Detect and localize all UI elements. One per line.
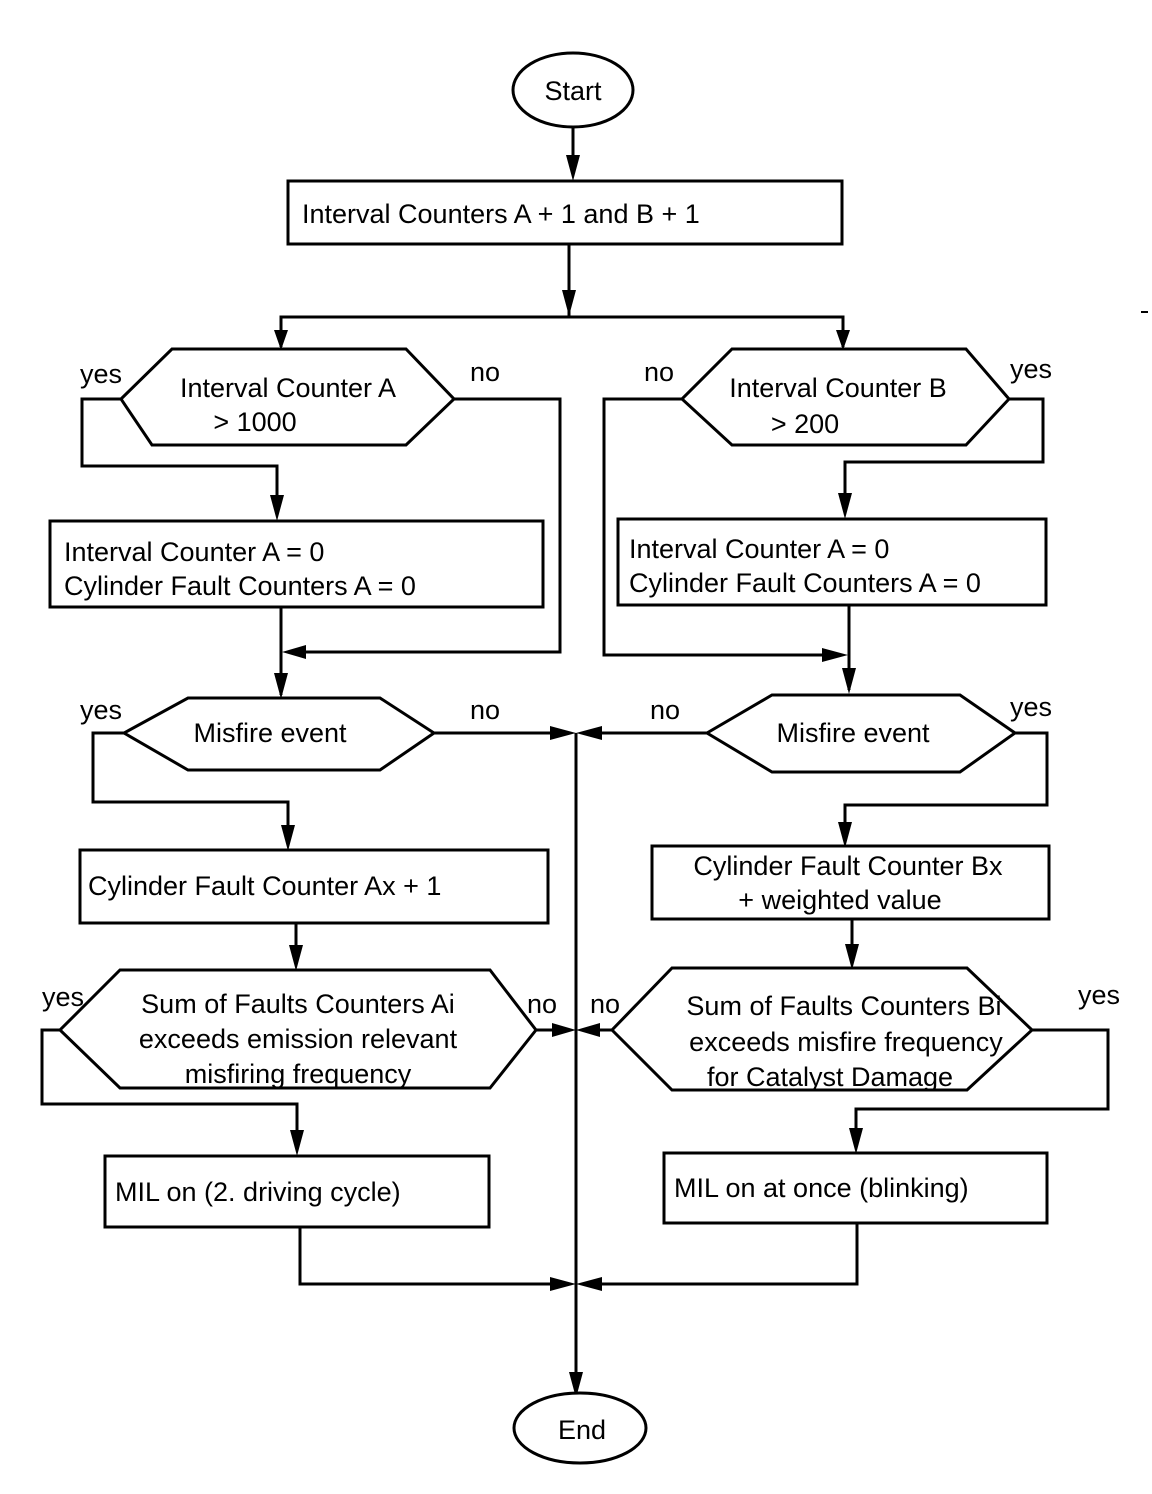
reset-box <box>48 519 545 609</box>
connector-sum-b-no <box>576 1023 612 1037</box>
connector-mil-right-end <box>576 1223 859 1291</box>
connector-misfire-right-no <box>576 726 707 740</box>
decision-label: Misfire event <box>193 718 347 748</box>
connector-sum-b-yes <box>849 1028 1110 1154</box>
connector-a-yes <box>80 397 284 521</box>
end-label: End <box>558 1415 606 1445</box>
fault-counter-bx: Cylinder Fault Counter Bx + weighted val… <box>650 844 1051 921</box>
no-label: no <box>470 695 500 725</box>
decision-label: Misfire event <box>776 718 930 748</box>
connector-reset-misfire-right <box>842 605 856 694</box>
yes-label: yes <box>42 982 84 1012</box>
decision-sum-a: Sum of Faults Counters Ai exceeds emissi… <box>42 968 557 1090</box>
start-label: Start <box>544 76 602 106</box>
connector-sum-a-yes <box>40 1028 304 1156</box>
reset-text-line: Cylinder Fault Counters A = 0 <box>64 571 416 601</box>
reset-counters-a-right: Interval Counter A = 0 Cylinder Fault Co… <box>616 517 1048 607</box>
connector-mil-left-end <box>298 1227 576 1291</box>
connector-b-no <box>602 397 848 662</box>
mil-label: MIL on at once (blinking) <box>674 1173 969 1203</box>
connector-sum-a-no <box>536 1023 576 1037</box>
connector-split <box>274 244 850 350</box>
yes-label: yes <box>80 695 122 725</box>
mil-box <box>103 1154 491 1229</box>
fault-label: Cylinder Fault Counter Ax + 1 <box>88 871 441 901</box>
start-terminal: Start <box>511 51 635 129</box>
yes-label: yes <box>80 359 122 389</box>
reset-text-line: Interval Counter A = 0 <box>629 534 889 564</box>
decision-text-line: Sum of Faults Counters Bi <box>686 991 1001 1021</box>
decision-text-line: exceeds misfire frequency <box>689 1027 1003 1057</box>
increment-label: Interval Counters A + 1 and B + 1 <box>302 199 700 229</box>
mil-on-second-cycle: MIL on (2. driving cycle) <box>103 1154 491 1229</box>
decision-misfire-right: Misfire event no yes <box>650 692 1052 774</box>
reset-text-line: Cylinder Fault Counters A = 0 <box>629 568 981 598</box>
mil-box <box>662 1151 1049 1225</box>
no-label: no <box>650 695 680 725</box>
yes-label: yes <box>1010 692 1052 722</box>
arrow-head <box>566 155 580 181</box>
reset-counters-a-left: Interval Counter A = 0 Cylinder Fault Co… <box>48 519 545 609</box>
mil-label: MIL on (2. driving cycle) <box>115 1177 401 1207</box>
no-label: no <box>470 357 500 387</box>
decision-interval-counter-b: Interval Counter B > 200 no yes <box>644 347 1052 447</box>
reset-text-line: Interval Counter A = 0 <box>64 537 324 567</box>
decision-text-line: Interval Counter A <box>180 373 396 403</box>
decision-text-line: exceeds emission relevant <box>139 1024 458 1054</box>
decision-misfire-left: Misfire event yes no <box>80 695 500 772</box>
connector-ax-sum <box>289 923 303 971</box>
fault-counter-ax: Cylinder Fault Counter Ax + 1 <box>78 848 550 925</box>
fault-text-line: + weighted value <box>738 885 941 915</box>
no-label: no <box>644 357 674 387</box>
connector-a-no <box>282 397 562 659</box>
no-label: no <box>590 989 620 1019</box>
end-ellipse <box>512 1391 648 1465</box>
decision-text-line: Sum of Faults Counters Ai <box>141 989 455 1019</box>
fault-box <box>650 844 1051 921</box>
connector-trunk-end <box>569 733 583 1398</box>
decision-text-line: for Catalyst Damage <box>707 1062 953 1092</box>
decision-sum-b: Sum of Faults Counters Bi exceeds misfir… <box>590 966 1120 1092</box>
end-terminal: End <box>512 1391 648 1465</box>
decision-interval-counter-a: Interval Counter A > 1000 yes no <box>80 347 500 447</box>
decision-text-line: > 200 <box>771 409 839 439</box>
connector-misfire-right-yes <box>838 731 1049 848</box>
connector-reset-misfire-left <box>274 607 288 699</box>
fault-text-line: Cylinder Fault Counter Bx <box>693 851 1003 881</box>
fault-box <box>78 848 550 925</box>
decision-text-line: > 1000 <box>213 407 296 437</box>
connector-misfire-left-no <box>434 726 576 740</box>
decision-text-line: Interval Counter B <box>729 373 947 403</box>
decision-text-line: misfiring frequency <box>185 1059 412 1089</box>
increment-box <box>286 179 844 246</box>
yes-label: yes <box>1078 980 1120 1010</box>
connector-bx-sum <box>845 919 859 970</box>
no-label: no <box>527 989 557 1019</box>
connector-start-increment <box>566 127 580 181</box>
connector-misfire-left-yes <box>91 731 295 851</box>
connector-b-yes <box>838 397 1045 519</box>
reset-box <box>616 517 1048 607</box>
increment-process: Interval Counters A + 1 and B + 1 <box>286 179 844 246</box>
yes-label: yes <box>1010 354 1052 384</box>
mil-on-blinking: MIL on at once (blinking) <box>662 1151 1049 1225</box>
